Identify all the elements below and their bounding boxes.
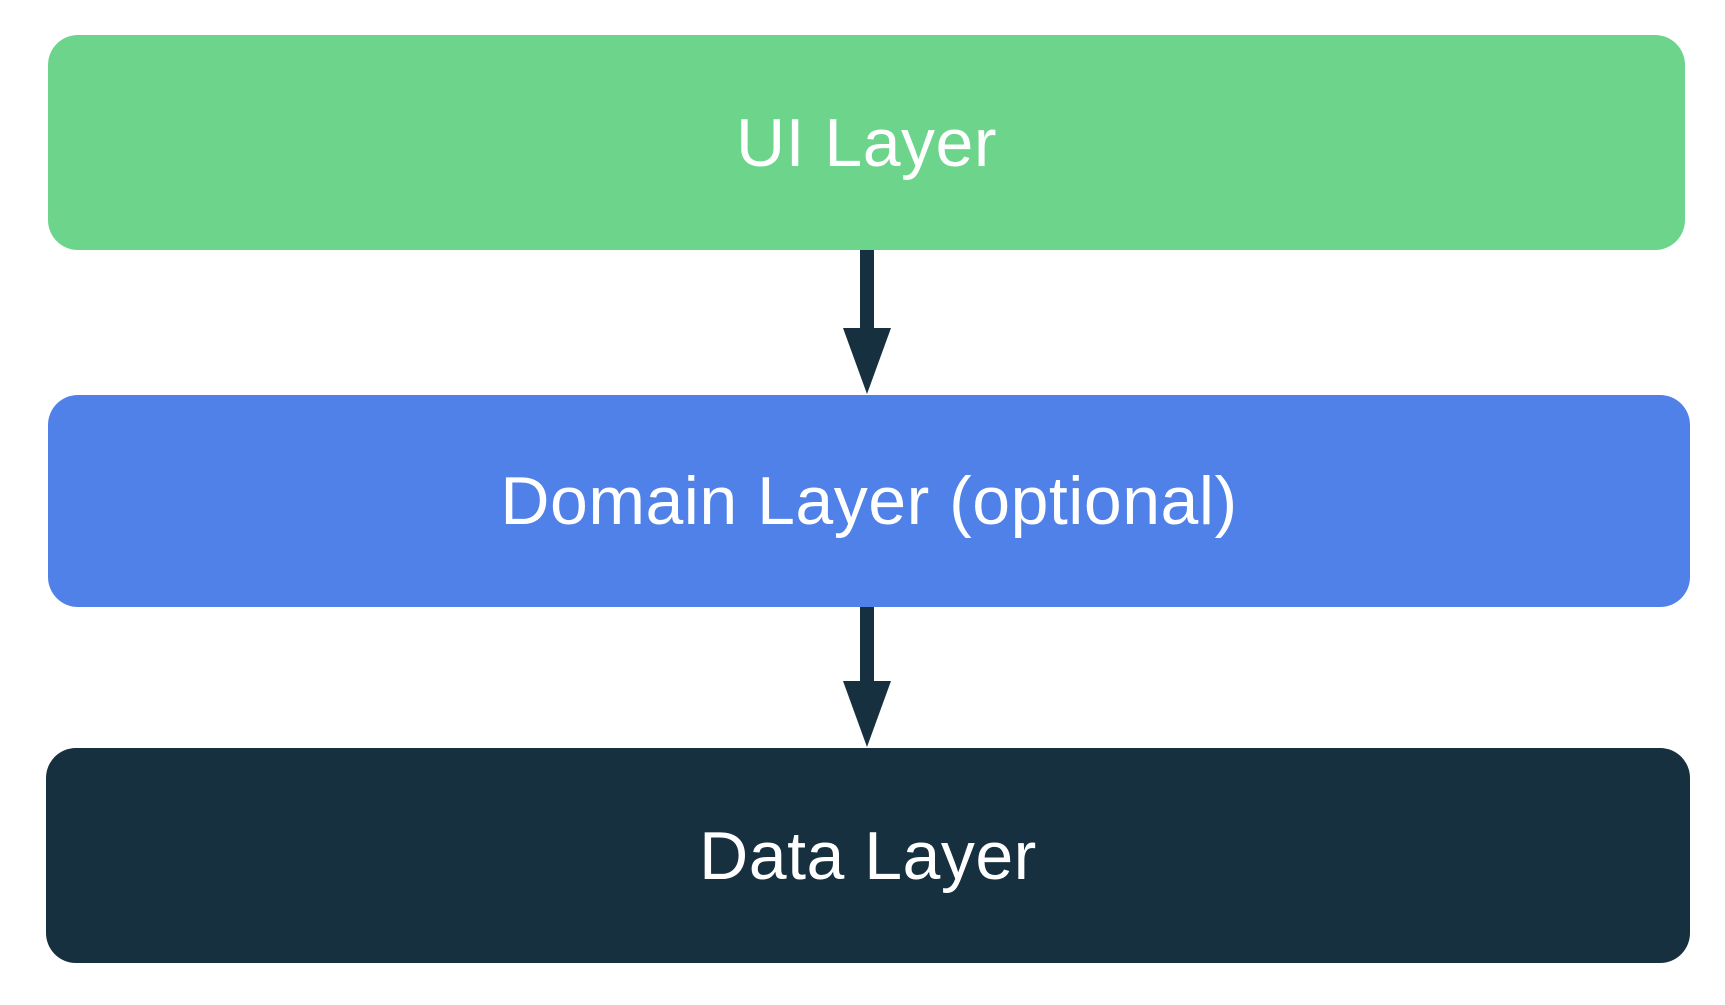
layer-box-ui[interactable]: UI Layer xyxy=(48,35,1685,250)
layer-label-domain: Domain Layer (optional) xyxy=(500,463,1238,539)
layer-label-data: Data Layer xyxy=(699,817,1037,894)
layer-box-domain[interactable]: Domain Layer (optional) xyxy=(48,395,1690,607)
layer-box-data[interactable]: Data Layer xyxy=(46,748,1690,963)
layer-label-ui: UI Layer xyxy=(736,104,997,181)
arrow-domain-to-data xyxy=(843,607,891,747)
arrow-ui-to-domain xyxy=(843,250,891,394)
